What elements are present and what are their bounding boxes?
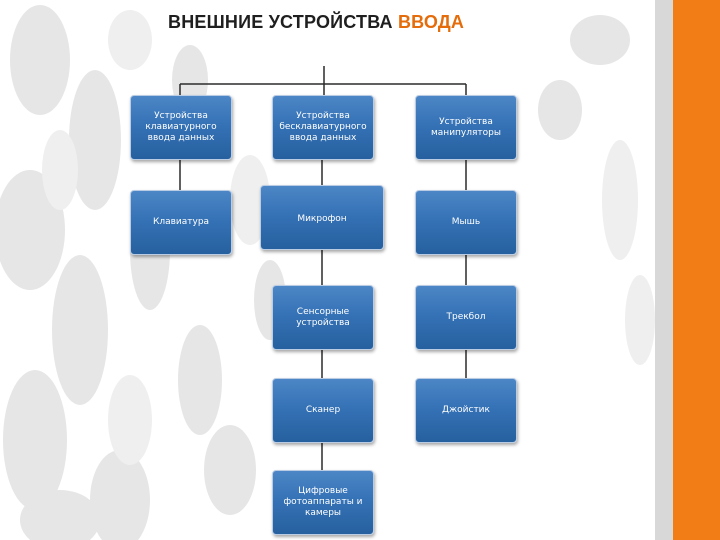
item-box-scanner: Сканер	[272, 378, 374, 443]
item-label: Джойстик	[442, 405, 490, 415]
side-stripe-gray	[655, 0, 673, 540]
item-box-trackball: Трекбол	[415, 285, 517, 350]
title-main: ВНЕШНИЕ УСТРОЙСТВА	[168, 12, 393, 32]
category-label: Устройства клавиатурного ввода данных	[145, 111, 217, 143]
item-box-digital-cameras: Цифровые фотоаппараты и камеры	[272, 470, 374, 535]
item-label: Мышь	[451, 217, 481, 227]
category-box-keyboard-input: Устройства клавиатурного ввода данных	[130, 95, 232, 160]
item-box-microphone: Микрофон	[260, 185, 384, 250]
title-accent: ВВОДА	[397, 12, 465, 32]
item-box-joystick: Джойстик	[415, 378, 517, 443]
side-stripe-orange	[673, 0, 720, 540]
item-box-touch-devices: Сенсорные устройства	[272, 285, 374, 350]
item-label: Сканер	[305, 405, 341, 415]
slide-title: ВНЕШНИЕ УСТРОЙСТВА ВВОДА	[168, 12, 568, 33]
item-label: Трекбол	[446, 312, 486, 322]
category-label: Устройства бесклавиатурного ввода данных	[279, 111, 367, 143]
category-label: Устройства манипуляторы	[431, 116, 501, 138]
item-box-mouse: Мышь	[415, 190, 517, 255]
category-box-manipulators: Устройства манипуляторы	[415, 95, 517, 160]
item-label: Цифровые фотоаппараты и камеры	[283, 486, 363, 518]
item-box-keyboard: Клавиатура	[130, 190, 232, 255]
item-label: Микрофон	[297, 214, 347, 224]
item-label: Клавиатура	[152, 217, 210, 227]
item-label: Сенсорные устройства	[296, 306, 350, 328]
category-box-keyless-input: Устройства бесклавиатурного ввода данных	[272, 95, 374, 160]
